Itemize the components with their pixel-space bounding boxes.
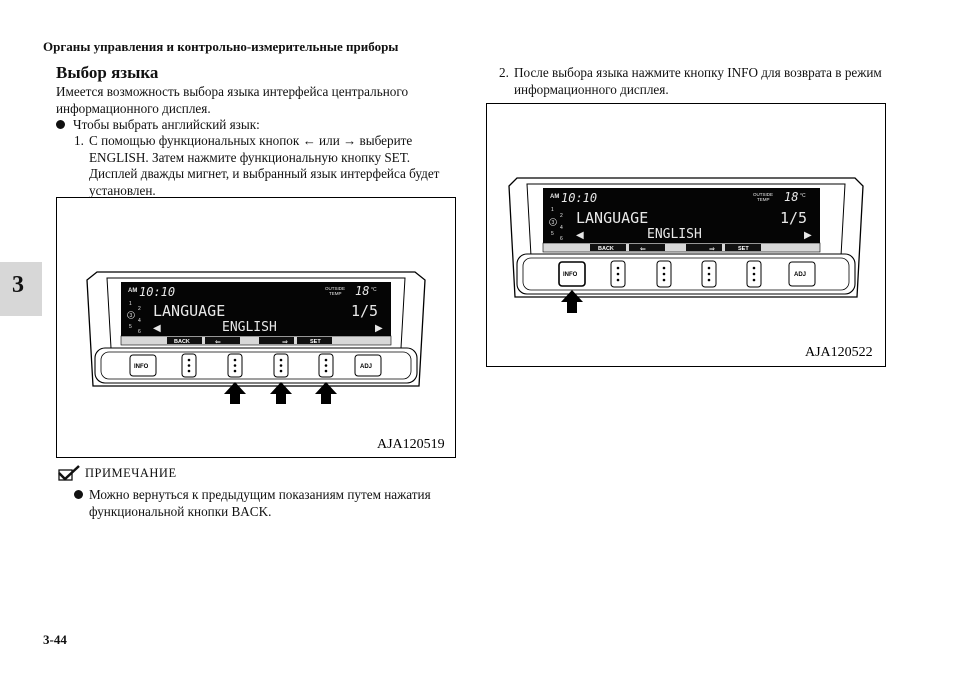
figure-code: AJA120519 — [377, 437, 445, 452]
info-button[interactable] — [129, 354, 157, 377]
lcd-line-1: LANGUAGE — [576, 209, 648, 227]
right-soft-arrow-icon: ⇒ — [709, 246, 715, 253]
pointer-arrow-icon — [224, 382, 246, 404]
step-1: 1. С помощью функциональных кнопок ← или… — [74, 133, 454, 199]
info-button[interactable] — [558, 261, 586, 287]
menu-num: 1 — [129, 301, 132, 307]
set-soft-label: SET — [310, 339, 321, 345]
pointer-arrow-icon — [270, 382, 292, 404]
left-soft-arrow-icon: ⇐ — [215, 339, 221, 346]
info-button-label: INFO — [563, 272, 578, 278]
adj-button-label: ADJ — [360, 364, 372, 370]
menu-num: 4 — [138, 318, 141, 324]
adj-button[interactable] — [788, 261, 816, 287]
set-soft-label: SET — [738, 246, 749, 252]
figure-aja120522: AM 10:10 OUTSIDE TEMP 18 °C 1 3 5 2 4 6 … — [486, 103, 886, 367]
function-button-3[interactable] — [701, 260, 717, 288]
step-number: 2. — [499, 65, 509, 80]
right-arrow-icon: ▶ — [375, 323, 383, 334]
bullet-text: Чтобы выбрать английский язык: — [73, 117, 260, 132]
note-bullet: Можно вернуться к предыдущим показаниям … — [74, 487, 454, 520]
lcd-screen — [121, 282, 391, 336]
note-label: ПРИМЕЧАНИЕ — [85, 466, 177, 480]
menu-num: 2 — [138, 306, 141, 312]
intro-paragraph: Имеется возможность выбора языка интерфе… — [56, 84, 409, 116]
bullet-icon — [74, 490, 83, 499]
lcd-line-2: ENGLISH — [647, 227, 702, 242]
menu-num: 6 — [560, 236, 563, 242]
menu-num: 5 — [551, 231, 554, 237]
lcd-line-1: LANGUAGE — [153, 302, 225, 320]
back-soft-label: BACK — [174, 339, 190, 345]
menu-num: 3 — [130, 313, 133, 319]
step-text: После выбора языка нажмите кнопку INFO д… — [514, 65, 882, 97]
back-soft-label: BACK — [598, 246, 614, 252]
right-arrow-icon: ▶ — [804, 230, 812, 241]
function-button-4[interactable] — [318, 353, 334, 378]
temperature: 18 — [784, 190, 798, 204]
lcd-page: 1/5 — [351, 302, 378, 320]
step-text: С помощью функциональных кнопок ← или → … — [89, 133, 440, 198]
outside-temp-label-2: TEMP — [757, 197, 770, 202]
figure-aja120519: AM 10:10 OUTSIDE TEMP 18 °C 1 3 5 2 4 6 … — [56, 197, 456, 458]
am-indicator: AM — [550, 194, 559, 200]
chapter-tab — [0, 262, 42, 316]
left-arrow-icon: ◀ — [576, 230, 584, 241]
display-panel-illustration: AM 10:10 OUTSIDE TEMP 18 °C 1 3 5 2 4 6 … — [508, 177, 873, 360]
bullet-item: Чтобы выбрать английский язык: — [56, 117, 260, 134]
section-title: Выбор языка — [56, 63, 159, 82]
left-soft-arrow-icon: ⇐ — [640, 246, 646, 253]
menu-num: 6 — [138, 329, 141, 335]
note-icon — [58, 465, 80, 481]
step-2: 2. После выбора языка нажмите кнопку INF… — [499, 65, 899, 98]
function-button-2[interactable] — [227, 353, 243, 378]
menu-num: 5 — [129, 324, 132, 330]
right-soft-arrow-icon: ⇒ — [282, 339, 288, 346]
pointer-arrow-icon — [561, 290, 583, 313]
outside-temp-label: OUTSIDE — [753, 192, 773, 197]
am-indicator: AM — [128, 288, 137, 294]
chapter-number: 3 — [12, 272, 24, 298]
left-arrow-icon: ◀ — [153, 323, 161, 334]
lcd-line-2: ENGLISH — [222, 320, 277, 335]
outside-temp-label-2: TEMP — [329, 291, 342, 296]
function-button-1[interactable] — [610, 260, 626, 288]
note-text: Можно вернуться к предыдущим показаниям … — [89, 487, 431, 519]
lcd-page: 1/5 — [780, 209, 807, 227]
clock: 10:10 — [561, 191, 597, 205]
function-button-3[interactable] — [273, 353, 289, 378]
step-number: 1. — [74, 133, 84, 148]
menu-num: 4 — [560, 225, 563, 231]
display-panel-illustration: AM 10:10 OUTSIDE TEMP 18 °C 1 3 5 2 4 6 … — [86, 271, 445, 452]
function-button-2[interactable] — [656, 260, 672, 288]
page-number: 3-44 — [43, 632, 67, 647]
temp-unit: °C — [800, 193, 806, 199]
info-button-label: INFO — [134, 364, 149, 370]
menu-num: 3 — [552, 220, 555, 226]
temp-unit: °C — [371, 287, 377, 293]
bullet-icon — [56, 120, 65, 129]
temperature: 18 — [355, 284, 369, 298]
adj-button[interactable] — [354, 354, 382, 377]
menu-num: 1 — [551, 207, 554, 213]
lcd-screen — [543, 188, 820, 243]
pointer-arrow-icon — [315, 382, 337, 404]
function-button-1[interactable] — [181, 353, 197, 378]
menu-num: 2 — [560, 213, 563, 219]
adj-button-label: ADJ — [794, 272, 806, 278]
outside-temp-label: OUTSIDE — [325, 286, 345, 291]
function-button-4[interactable] — [746, 260, 762, 288]
clock: 10:10 — [139, 285, 175, 299]
figure-code: AJA120522 — [805, 345, 873, 360]
running-header: Органы управления и контрольно-измерител… — [43, 39, 399, 54]
